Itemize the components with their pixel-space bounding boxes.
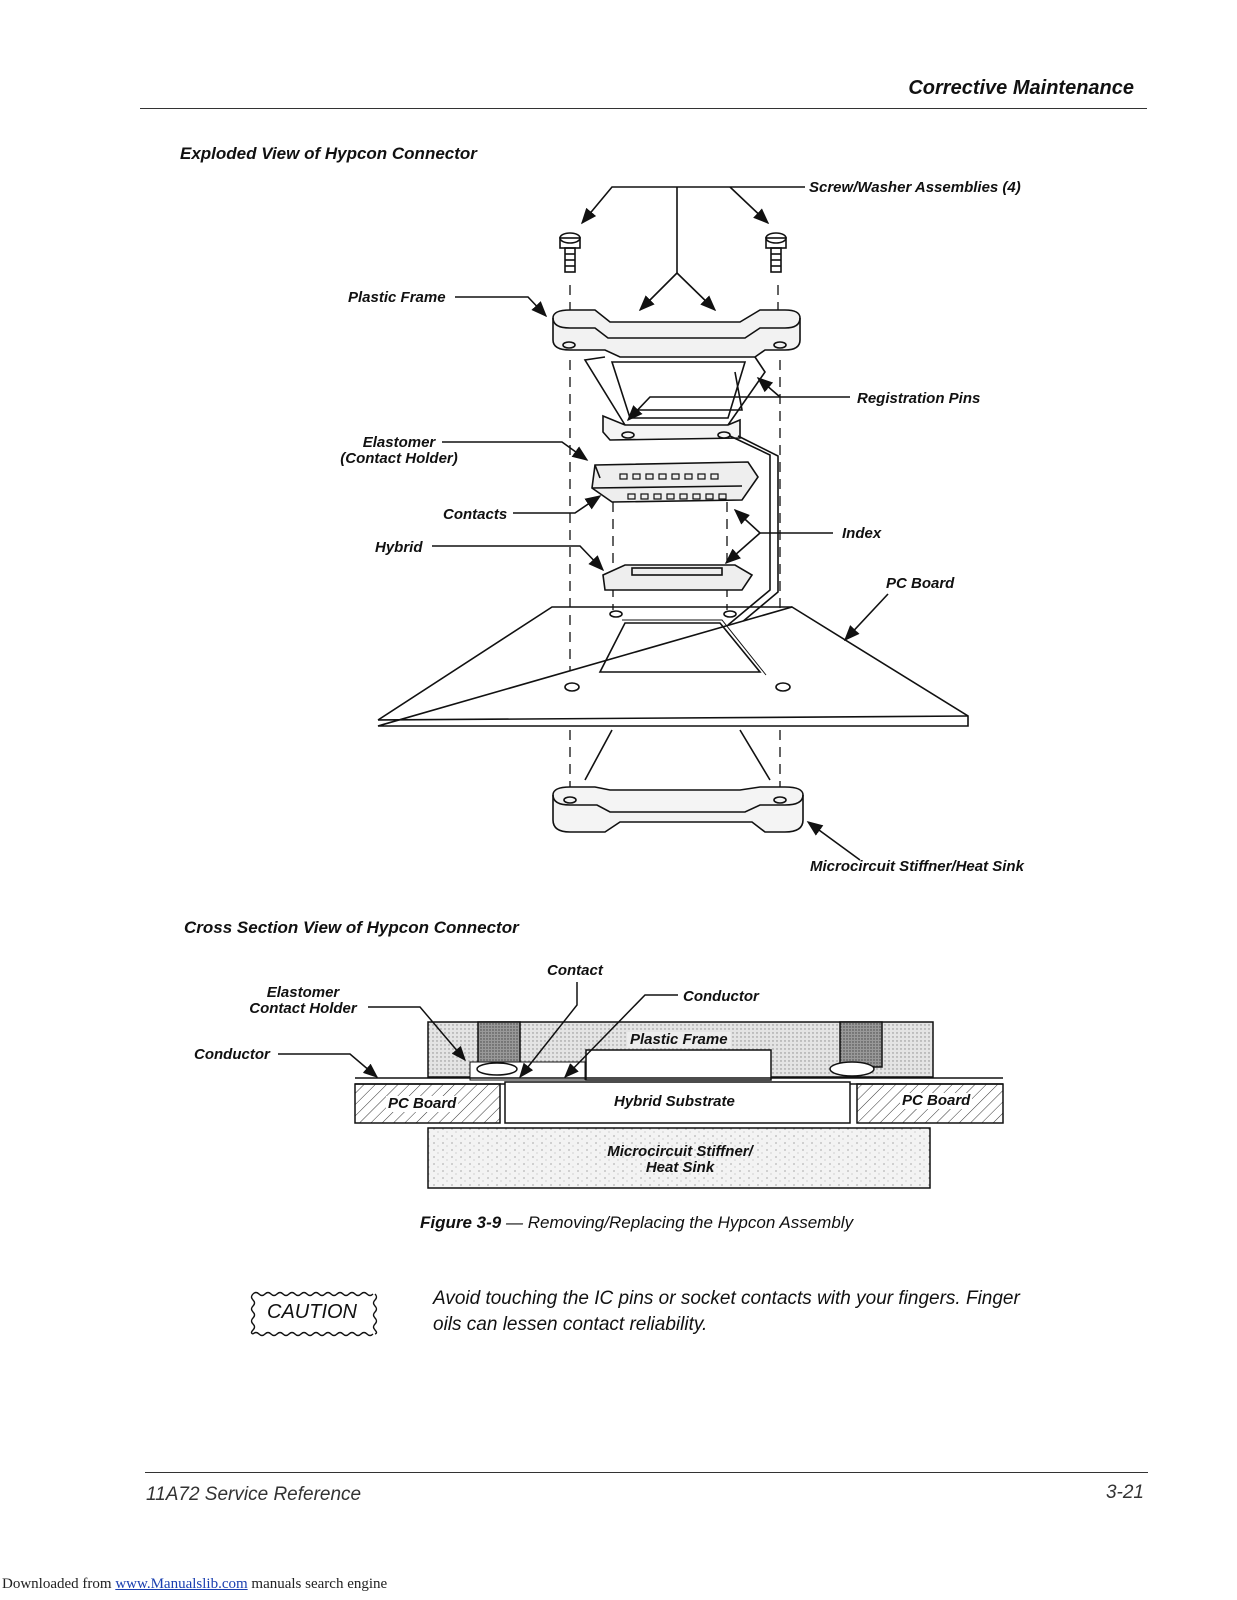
elastomer	[591, 461, 759, 503]
figure-dash: —	[505, 1213, 523, 1232]
figure-caption: Figure 3-9 — Removing/Replacing the Hypc…	[420, 1213, 853, 1233]
cs-label-stiffener-line2: Heat Sink	[645, 1159, 715, 1176]
label-elastomer-line1: Elastomer	[362, 434, 436, 451]
download-suffix: manuals search engine	[247, 1576, 388, 1592]
cs-label-hybrid-substrate: Hybrid Substrate	[614, 1093, 735, 1110]
cs-label-stiffener: Microcircuit Stiffner/ Heat Sink	[590, 1144, 770, 1176]
label-screw-washer: Screw/Washer Assemblies (4)	[809, 179, 1021, 196]
label-contacts: Contacts	[443, 506, 508, 523]
download-prefix: Downloaded from	[2, 1576, 116, 1592]
heat-sink	[552, 729, 804, 833]
exploded-view-title: Exploded View of Hypcon Connector	[180, 144, 477, 163]
cs-label-conductor-top: Conductor	[683, 988, 759, 1005]
figure-number: Figure 3-9	[420, 1213, 502, 1232]
caution-badge-border	[250, 1291, 378, 1337]
cs-label-pc-board-left: PC Board	[386, 1095, 459, 1112]
pc-board	[377, 606, 969, 727]
footer-manual-title: 11A72 Service Reference	[146, 1484, 362, 1505]
cs-label-pc-board-right: PC Board	[900, 1092, 973, 1109]
cs-label-conductor-left: Conductor	[194, 1046, 270, 1063]
label-elastomer-line2: (Contact Holder)	[340, 450, 458, 467]
footer-page-number: 3-21	[1105, 1482, 1144, 1503]
screw-left	[559, 232, 581, 273]
label-index: Index	[842, 525, 882, 542]
label-elastomer: Elastomer (Contact Holder)	[330, 435, 468, 467]
download-notice: Downloaded from www.Manualslib.com manua…	[2, 1576, 387, 1593]
cs-label-elastomer-line1: Elastomer	[266, 984, 340, 1001]
hybrid	[602, 564, 754, 591]
cs-label-contact: Contact	[547, 962, 603, 979]
plastic-frame	[552, 309, 801, 441]
cs-label-elastomer: Elastomer Contact Holder	[240, 985, 366, 1017]
exploded-view-diagram	[377, 186, 969, 861]
screw-right	[765, 232, 787, 273]
cross-section-title: Cross Section View of Hypcon Connector	[184, 918, 519, 937]
label-hybrid: Hybrid	[375, 539, 423, 556]
cs-hybrid-substrate	[504, 1081, 851, 1124]
section-title: Corrective Maintenance	[908, 77, 1134, 99]
label-stiffener: Microcircuit Stiffner/Heat Sink	[810, 858, 1024, 875]
cross-section-diagram	[278, 982, 1004, 1189]
label-plastic-frame: Plastic Frame	[348, 289, 446, 306]
manualslib-link[interactable]: www.Manualslib.com	[115, 1576, 248, 1592]
cs-label-elastomer-line2: Contact Holder	[249, 1000, 357, 1017]
label-pc-board: PC Board	[886, 575, 955, 592]
cs-heat-sink	[427, 1127, 931, 1189]
caution-text: Avoid touching the IC pins or socket con…	[433, 1288, 1020, 1335]
cs-label-stiffener-line1: Microcircuit Stiffner/	[607, 1143, 753, 1160]
header-rule	[140, 108, 1147, 109]
figure-caption-text: Removing/Replacing the Hypcon Assembly	[527, 1213, 854, 1232]
cs-label-plastic-frame: Plastic Frame	[627, 1032, 731, 1048]
label-registration-pins: Registration Pins	[857, 390, 981, 407]
footer-rule	[145, 1472, 1148, 1473]
caution-badge: CAUTION	[267, 1301, 357, 1323]
